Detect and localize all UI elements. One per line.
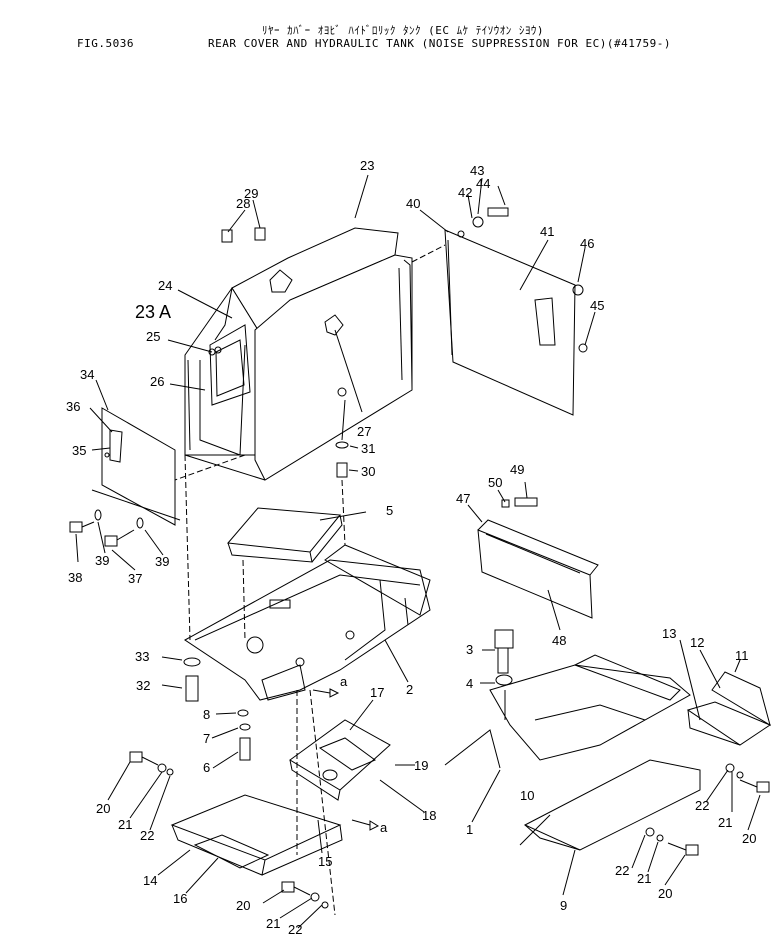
callout-20-c: 20 bbox=[658, 886, 672, 901]
callout-10: 10 bbox=[520, 788, 534, 803]
callout-21-b: 21 bbox=[718, 815, 732, 830]
callout-36: 36 bbox=[66, 399, 80, 414]
callout-20-d: 20 bbox=[236, 898, 250, 913]
callout-8: 8 bbox=[203, 707, 210, 722]
callout-23a: 23 A bbox=[135, 302, 171, 322]
callout-3: 3 bbox=[466, 642, 473, 657]
callout-2: 2 bbox=[406, 682, 413, 697]
callout-30: 30 bbox=[361, 464, 375, 479]
callout-18: 18 bbox=[422, 808, 436, 823]
callout-6: 6 bbox=[203, 760, 210, 775]
callout-9: 9 bbox=[560, 898, 567, 913]
callout-48: 48 bbox=[552, 633, 566, 648]
callout-27: 27 bbox=[357, 424, 371, 439]
callout-39-right: 39 bbox=[155, 554, 169, 569]
callout-41: 41 bbox=[540, 224, 554, 239]
side-panel-drawing bbox=[444, 207, 588, 416]
callout-40: 40 bbox=[406, 196, 420, 211]
figure-number: FIG.5036 bbox=[77, 37, 134, 50]
callout-42: 42 bbox=[458, 185, 472, 200]
callout-22-b: 22 bbox=[695, 798, 709, 813]
callout-16: 16 bbox=[173, 891, 187, 906]
hardware-drawing bbox=[69, 227, 770, 909]
callout-7: 7 bbox=[203, 731, 210, 746]
plate-drawing bbox=[477, 519, 599, 619]
small-cover-drawing bbox=[91, 407, 181, 526]
callout-a-upper: a bbox=[340, 674, 348, 689]
frame-drawing bbox=[184, 544, 431, 701]
callout-45: 45 bbox=[590, 298, 604, 313]
tray-drawing bbox=[227, 507, 343, 563]
callout-20-b: 20 bbox=[742, 831, 756, 846]
callout-17: 17 bbox=[370, 685, 384, 700]
callout-21-d: 21 bbox=[266, 916, 280, 931]
callout-29: 29 bbox=[244, 186, 258, 201]
callout-35: 35 bbox=[72, 443, 86, 458]
stand-drawing bbox=[444, 654, 772, 851]
callout-23: 23 bbox=[360, 158, 374, 173]
callout-47: 47 bbox=[456, 491, 470, 506]
callout-20-a: 20 bbox=[96, 801, 110, 816]
callout-14: 14 bbox=[143, 873, 157, 888]
callout-13: 13 bbox=[662, 626, 676, 641]
callout-19: 19 bbox=[414, 758, 428, 773]
callout-24: 24 bbox=[158, 278, 172, 293]
callout-21-c: 21 bbox=[637, 871, 651, 886]
callout-34: 34 bbox=[80, 367, 94, 382]
callout-49: 49 bbox=[510, 462, 524, 477]
callout-12: 12 bbox=[690, 635, 704, 650]
callout-39-left: 39 bbox=[95, 553, 109, 568]
callout-22-c: 22 bbox=[615, 863, 629, 878]
callout-1: 1 bbox=[466, 822, 473, 837]
kana-title: ﾘﾔｰ ｶﾊﾞｰ ｵﾖﾋﾞ ﾊｲﾄﾞﾛﾘｯｸ ﾀﾝｸ (EC ﾑｹ ﾃｲｿｳｵﾝ… bbox=[262, 24, 544, 37]
callout-labels: 23 29 28 43 44 42 40 41 46 24 23 A 25 45… bbox=[66, 158, 756, 936]
callout-43: 43 bbox=[470, 163, 484, 178]
lower-covers-drawing bbox=[170, 719, 391, 876]
callout-50: 50 bbox=[488, 475, 502, 490]
callout-5: 5 bbox=[386, 503, 393, 518]
callout-26: 26 bbox=[150, 374, 164, 389]
callout-32: 32 bbox=[136, 678, 150, 693]
callout-22-a: 22 bbox=[140, 828, 154, 843]
callout-31: 31 bbox=[361, 441, 375, 456]
callout-21-a: 21 bbox=[118, 817, 132, 832]
callout-4: 4 bbox=[466, 676, 473, 691]
callout-a-lower: a bbox=[380, 820, 388, 835]
figure-title: REAR COVER AND HYDRAULIC TANK (NOISE SUP… bbox=[208, 37, 671, 50]
callout-46: 46 bbox=[580, 236, 594, 251]
callout-33: 33 bbox=[135, 649, 149, 664]
callout-11: 11 bbox=[735, 648, 749, 663]
callout-15: 15 bbox=[318, 854, 332, 869]
rear-cover-drawing bbox=[184, 227, 413, 481]
callout-37: 37 bbox=[128, 571, 142, 586]
callout-25: 25 bbox=[146, 329, 160, 344]
callout-38: 38 bbox=[68, 570, 82, 585]
leader-lines bbox=[75, 174, 761, 929]
callout-22-d: 22 bbox=[288, 922, 302, 936]
callout-44: 44 bbox=[476, 176, 490, 191]
callout-28: 28 bbox=[236, 196, 250, 211]
